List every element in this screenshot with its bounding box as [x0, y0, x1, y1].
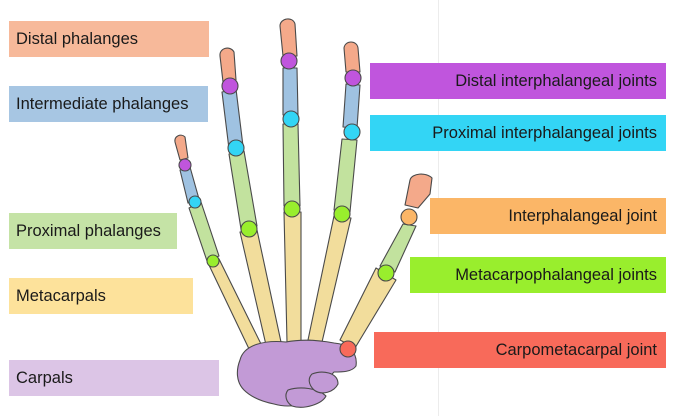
label-metacarpals-text: Metacarpals — [16, 287, 106, 306]
ip-joint-thumb — [401, 209, 417, 225]
label-carpometacarpal-joint: Carpometacarpal joint — [374, 332, 666, 368]
label-proximal-phalanges: Proximal phalanges — [9, 213, 177, 249]
intermediate-phalanx-middle — [283, 68, 298, 115]
intermediate-phalanx-ring — [222, 89, 243, 149]
mcp-joint-ring — [241, 221, 257, 237]
label-intermediate-phalanges-text: Intermediate phalanges — [16, 95, 188, 114]
label-metacarpophalangeal-joints: Metacarpophalangeal joints — [410, 257, 666, 293]
distal-phalanx-little — [175, 135, 188, 160]
dip-joint-ring — [222, 78, 238, 94]
label-carpals-text: Carpals — [16, 369, 73, 388]
mcp-joint-little — [207, 255, 219, 267]
proximal-phalanx-middle — [283, 124, 300, 206]
pip-joint-little — [189, 196, 201, 208]
label-proximal-interphalangeal-joints: Proximal interphalangeal joints — [370, 115, 666, 151]
label-metacarpals: Metacarpals — [9, 278, 193, 314]
label-proximal-phalanges-text: Proximal phalanges — [16, 222, 161, 241]
distal-phalanx-ring — [220, 48, 236, 82]
metacarpal-middle — [284, 212, 301, 342]
label-distal-phalanges: Distal phalanges — [9, 21, 209, 57]
label-proximal-interphalangeal-joints-text: Proximal interphalangeal joints — [432, 124, 657, 143]
distal-phalanx-middle — [280, 19, 297, 56]
label-distal-phalanges-text: Distal phalanges — [16, 30, 138, 49]
mcp-joint-index — [334, 206, 350, 222]
distal-phalanx-bones — [175, 19, 432, 208]
label-carpometacarpal-joint-text: Carpometacarpal joint — [496, 341, 657, 360]
pip-joint-index — [344, 124, 360, 140]
proximal-phalanx-little — [189, 202, 219, 261]
label-carpals: Carpals — [9, 360, 219, 396]
mcp-joint-thumb — [378, 265, 394, 281]
cmc-joint-thumb — [340, 341, 356, 357]
dip-joint-index — [345, 70, 361, 86]
label-interphalangeal-joint-text: Interphalangeal joint — [508, 207, 657, 226]
label-distal-interphalangeal-joints-text: Distal interphalangeal joints — [455, 72, 657, 91]
pip-joint-ring — [228, 140, 244, 156]
carpal-bones — [237, 340, 356, 407]
mcp-joint-middle — [284, 201, 300, 217]
label-intermediate-phalanges: Intermediate phalanges — [9, 86, 208, 122]
carpal-scaphoid — [309, 372, 338, 393]
metacarpal-index — [308, 216, 351, 342]
intermediate-phalanx-index — [343, 84, 360, 128]
proximal-phalanx-ring — [229, 151, 257, 229]
label-interphalangeal-joint: Interphalangeal joint — [430, 198, 666, 234]
carpometacarpal-joint-dot — [340, 341, 356, 357]
label-distal-interphalangeal-joints: Distal interphalangeal joints — [370, 63, 666, 99]
proximal-interphalangeal-joint-dots — [189, 111, 360, 208]
distal-phalanx-index — [344, 42, 360, 72]
dip-joint-middle — [281, 53, 297, 69]
interphalangeal-joint-dot — [401, 209, 417, 225]
proximal-phalanx-index — [334, 139, 357, 212]
distal-phalanx-thumb — [405, 174, 432, 208]
metacarpal-bones — [208, 212, 396, 351]
label-metacarpophalangeal-joints-text: Metacarpophalangeal joints — [455, 266, 657, 285]
dip-joint-little — [179, 159, 191, 171]
pip-joint-middle — [283, 111, 299, 127]
